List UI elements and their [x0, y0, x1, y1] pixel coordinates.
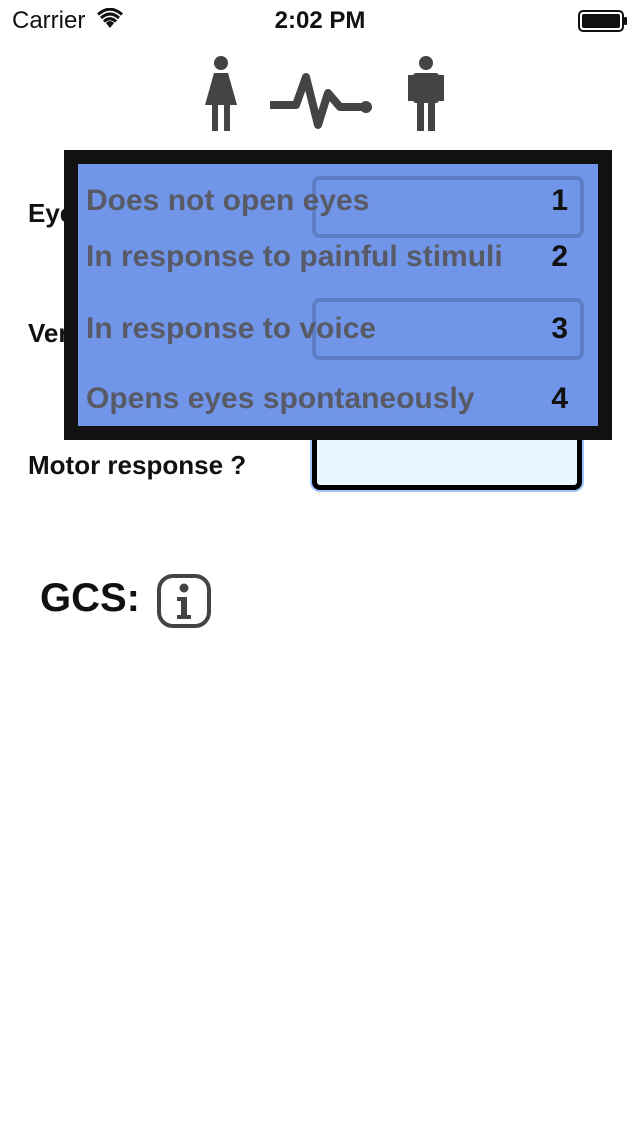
- male-icon[interactable]: [405, 55, 447, 133]
- option-value: 3: [551, 312, 568, 345]
- option-label: In response to painful stimuli: [86, 240, 503, 273]
- option-label: Does not open eyes: [86, 184, 370, 217]
- pulse-icon[interactable]: [268, 55, 378, 133]
- battery-icon: [578, 10, 627, 32]
- status-time: 2:02 PM: [274, 7, 366, 34]
- option-label: In response to voice: [86, 312, 377, 345]
- picker-option-3[interactable]: In response to voice 3: [86, 304, 568, 352]
- motor-response-label: Motor response ?: [28, 450, 247, 480]
- picker-option-1[interactable]: Does not open eyes 1: [86, 176, 568, 224]
- option-label: Opens eyes spontaneously: [86, 382, 475, 415]
- option-value: 1: [551, 184, 568, 217]
- option-value: 2: [551, 240, 568, 273]
- ghost-verbal-field: [312, 298, 584, 360]
- ghost-eye-field: [312, 176, 584, 238]
- option-value: 4: [551, 382, 568, 415]
- carrier-label: Carrier: [12, 7, 86, 34]
- motor-response-field[interactable]: [312, 432, 582, 490]
- wifi-icon: [97, 8, 123, 28]
- picker-panel: Does not open eyes 1 In response to pain…: [78, 164, 598, 426]
- eye-response-picker: Does not open eyes 1 In response to pain…: [64, 150, 612, 440]
- gcs-label: GCS:: [40, 576, 140, 620]
- female-icon[interactable]: [200, 55, 242, 133]
- picker-option-2[interactable]: In response to painful stimuli 2: [86, 232, 568, 280]
- status-bar: Carrier 2:02 PM: [0, 0, 640, 40]
- picker-option-4[interactable]: Opens eyes spontaneously 4: [86, 374, 568, 422]
- info-icon[interactable]: [156, 573, 212, 629]
